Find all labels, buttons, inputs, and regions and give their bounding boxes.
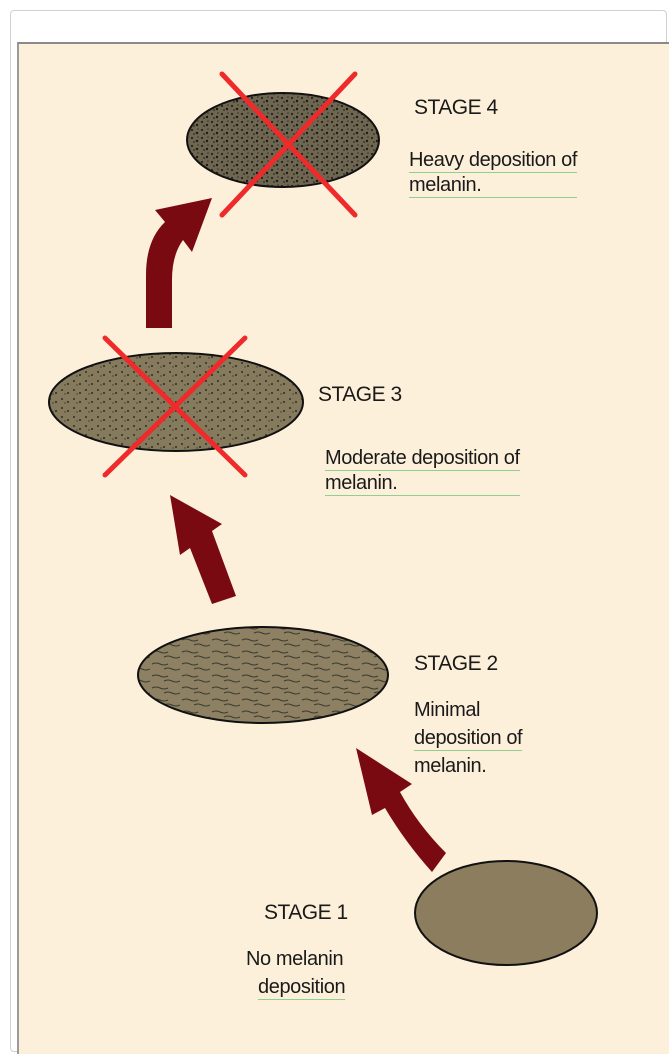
stage3-desc-line: melanin. xyxy=(325,471,520,496)
stage3-description: Moderate deposition of melanin. xyxy=(325,446,520,496)
stage4-title: STAGE 4 xyxy=(414,96,498,119)
stage4-cross xyxy=(219,71,358,218)
stage2-desc-line: Minimal xyxy=(414,699,481,721)
stage2-description: Minimal deposition of melanin. xyxy=(414,695,523,782)
stage4-desc-line: melanin. xyxy=(409,173,578,198)
stage1-desc-line: No melanin xyxy=(246,948,344,970)
stage4-description: Heavy deposition of melanin. xyxy=(409,148,577,198)
arrow-3-to-4 xyxy=(146,198,212,328)
stage2-title: STAGE 2 xyxy=(414,652,498,675)
stage2-desc-line: deposition of xyxy=(414,727,523,751)
stage3-desc-line: Moderate deposition of xyxy=(325,447,520,471)
stage1-title: STAGE 1 xyxy=(264,901,348,924)
stage2-nodule xyxy=(137,626,389,724)
arrow-2-to-3 xyxy=(170,495,236,604)
stage3-nodule xyxy=(48,352,304,452)
stage1-desc-line: deposition xyxy=(258,976,346,1000)
stage3-title: STAGE 3 xyxy=(318,383,402,406)
stage4-desc-line: Heavy deposition of xyxy=(409,149,578,173)
stage2-desc-line: melanin. xyxy=(414,755,487,777)
stage1-description: No melanin deposition xyxy=(246,944,346,1000)
stage3-cross xyxy=(102,335,248,478)
stage1-nodule xyxy=(414,860,598,966)
arrow-1-to-2 xyxy=(356,748,446,872)
